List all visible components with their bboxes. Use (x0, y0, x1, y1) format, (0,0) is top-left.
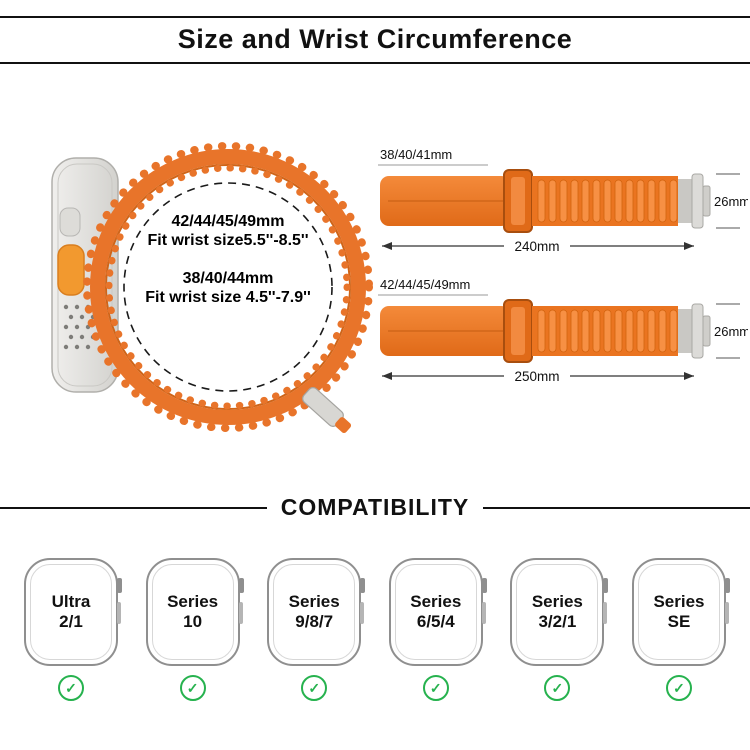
watch-outline-icon: Series 3/2/1 (510, 558, 609, 666)
band-label: 38/40/41mm (380, 147, 452, 162)
crown-icon (603, 578, 609, 593)
band-adapter-icon (302, 387, 352, 433)
band-diagram-42-44-45-49: 42/44/45/49mm 26mm 250mm (378, 277, 748, 386)
band-width-label: 26mm (714, 324, 748, 339)
compatibility-right-rule (483, 506, 750, 509)
watch-outline-icon: Series 6/5/4 (388, 558, 487, 666)
band-length-label: 240mm (514, 239, 559, 254)
alpine-loop-band-ring (83, 142, 373, 432)
loop-size-line3: 38/40/44mm (183, 270, 274, 287)
band-diagram-38-40-41: 38/40/41mm 26mm 240mm (378, 147, 748, 256)
side-button-icon (603, 602, 608, 624)
page-title: Size and Wrist Circumference (177, 24, 573, 54)
watch-outline-icon: Ultra 2/1 (24, 558, 122, 666)
check-icon: ✓ (422, 675, 449, 701)
band-strap-icon (380, 169, 711, 233)
side-button-icon (238, 602, 243, 624)
watch-lug-icon (678, 303, 711, 359)
watch-outline-icon: Series 10 (145, 558, 244, 666)
side-button-icon (724, 602, 729, 624)
check-icon: ✓ (544, 675, 571, 701)
compatibility-header: COMPATIBILITY (0, 494, 750, 521)
digital-crown-icon (59, 207, 81, 237)
watch-outline-icon: Series 9/8/7 (267, 558, 366, 666)
model-item-series-3-2-1: Series 3/2/1 ✓ (506, 558, 609, 701)
watch-lug-icon (678, 173, 711, 229)
length-dimension-arrow: 240mm (382, 236, 694, 256)
watch-loop-illustration: 42/44/45/49mm Fit wrist size5.5''-8.5'' … (51, 142, 373, 433)
length-dimension-arrow: 250mm (382, 366, 694, 386)
loop-size-line4: Fit wrist size 4.5''-7.9'' (145, 289, 311, 306)
check-icon: ✓ (665, 675, 692, 701)
model-item-series-6-5-4: Series 6/5/4 ✓ (385, 558, 487, 701)
model-item-ultra-2-1: Ultra 2/1 ✓ (20, 558, 122, 701)
title-underline-rule (0, 62, 750, 64)
crown-icon (117, 578, 122, 593)
check-icon: ✓ (58, 675, 84, 701)
compatible-models-row: Ultra 2/1 ✓ Series 10 ✓ Series 9/8/7 ✓ S… (0, 558, 750, 701)
action-button-icon (57, 244, 85, 296)
side-button-icon (117, 602, 121, 624)
model-item-series-10: Series 10 ✓ (142, 558, 244, 701)
loop-size-line1: 42/44/45/49mm (172, 213, 285, 230)
band-width-label: 26mm (714, 194, 748, 209)
band-length-label: 250mm (514, 369, 559, 384)
check-icon: ✓ (301, 675, 328, 701)
model-item-series-9-8-7: Series 9/8/7 ✓ (263, 558, 366, 701)
compatibility-title: COMPATIBILITY (280, 494, 470, 520)
crown-icon (360, 578, 366, 593)
band-strap-icon (380, 299, 711, 363)
side-button-icon (481, 602, 486, 624)
band-label: 42/44/45/49mm (380, 277, 470, 292)
top-rule (0, 16, 750, 18)
watch-outline-icon: Series SE (631, 558, 730, 666)
crown-icon (238, 578, 244, 593)
crown-icon (724, 578, 730, 593)
side-button-icon (360, 602, 365, 624)
crown-icon (481, 578, 487, 593)
check-icon: ✓ (179, 675, 206, 701)
loop-size-line2: Fit wrist size5.5''-8.5'' (147, 232, 308, 249)
compatibility-left-rule (0, 506, 267, 509)
wrist-dashed-circle (123, 182, 333, 392)
model-item-series-se: Series SE ✓ (628, 558, 730, 701)
